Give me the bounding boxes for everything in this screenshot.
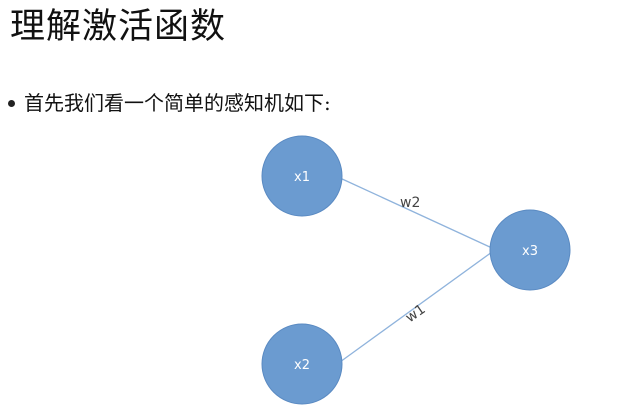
- edge-x2-x3: [339, 251, 493, 363]
- node-label-x3: x3: [522, 244, 538, 259]
- node-x2: [261, 323, 343, 405]
- bullet-text: 首先我们看一个简单的感知机如下:: [24, 91, 331, 115]
- slide-title: 理解激活函数: [10, 7, 227, 47]
- edge-label-w2: w2: [400, 195, 420, 211]
- node-label-x2: x2: [294, 358, 310, 373]
- bullet-item: 首先我们看一个简单的感知机如下:: [8, 89, 331, 117]
- node-x3: [489, 209, 571, 291]
- bullet-dot-icon: [8, 99, 15, 107]
- node-label-x1: x1: [294, 170, 310, 185]
- node-x1: [261, 135, 343, 217]
- edge-label-w1: w1: [403, 301, 429, 326]
- edge-x1-x3: [339, 177, 493, 249]
